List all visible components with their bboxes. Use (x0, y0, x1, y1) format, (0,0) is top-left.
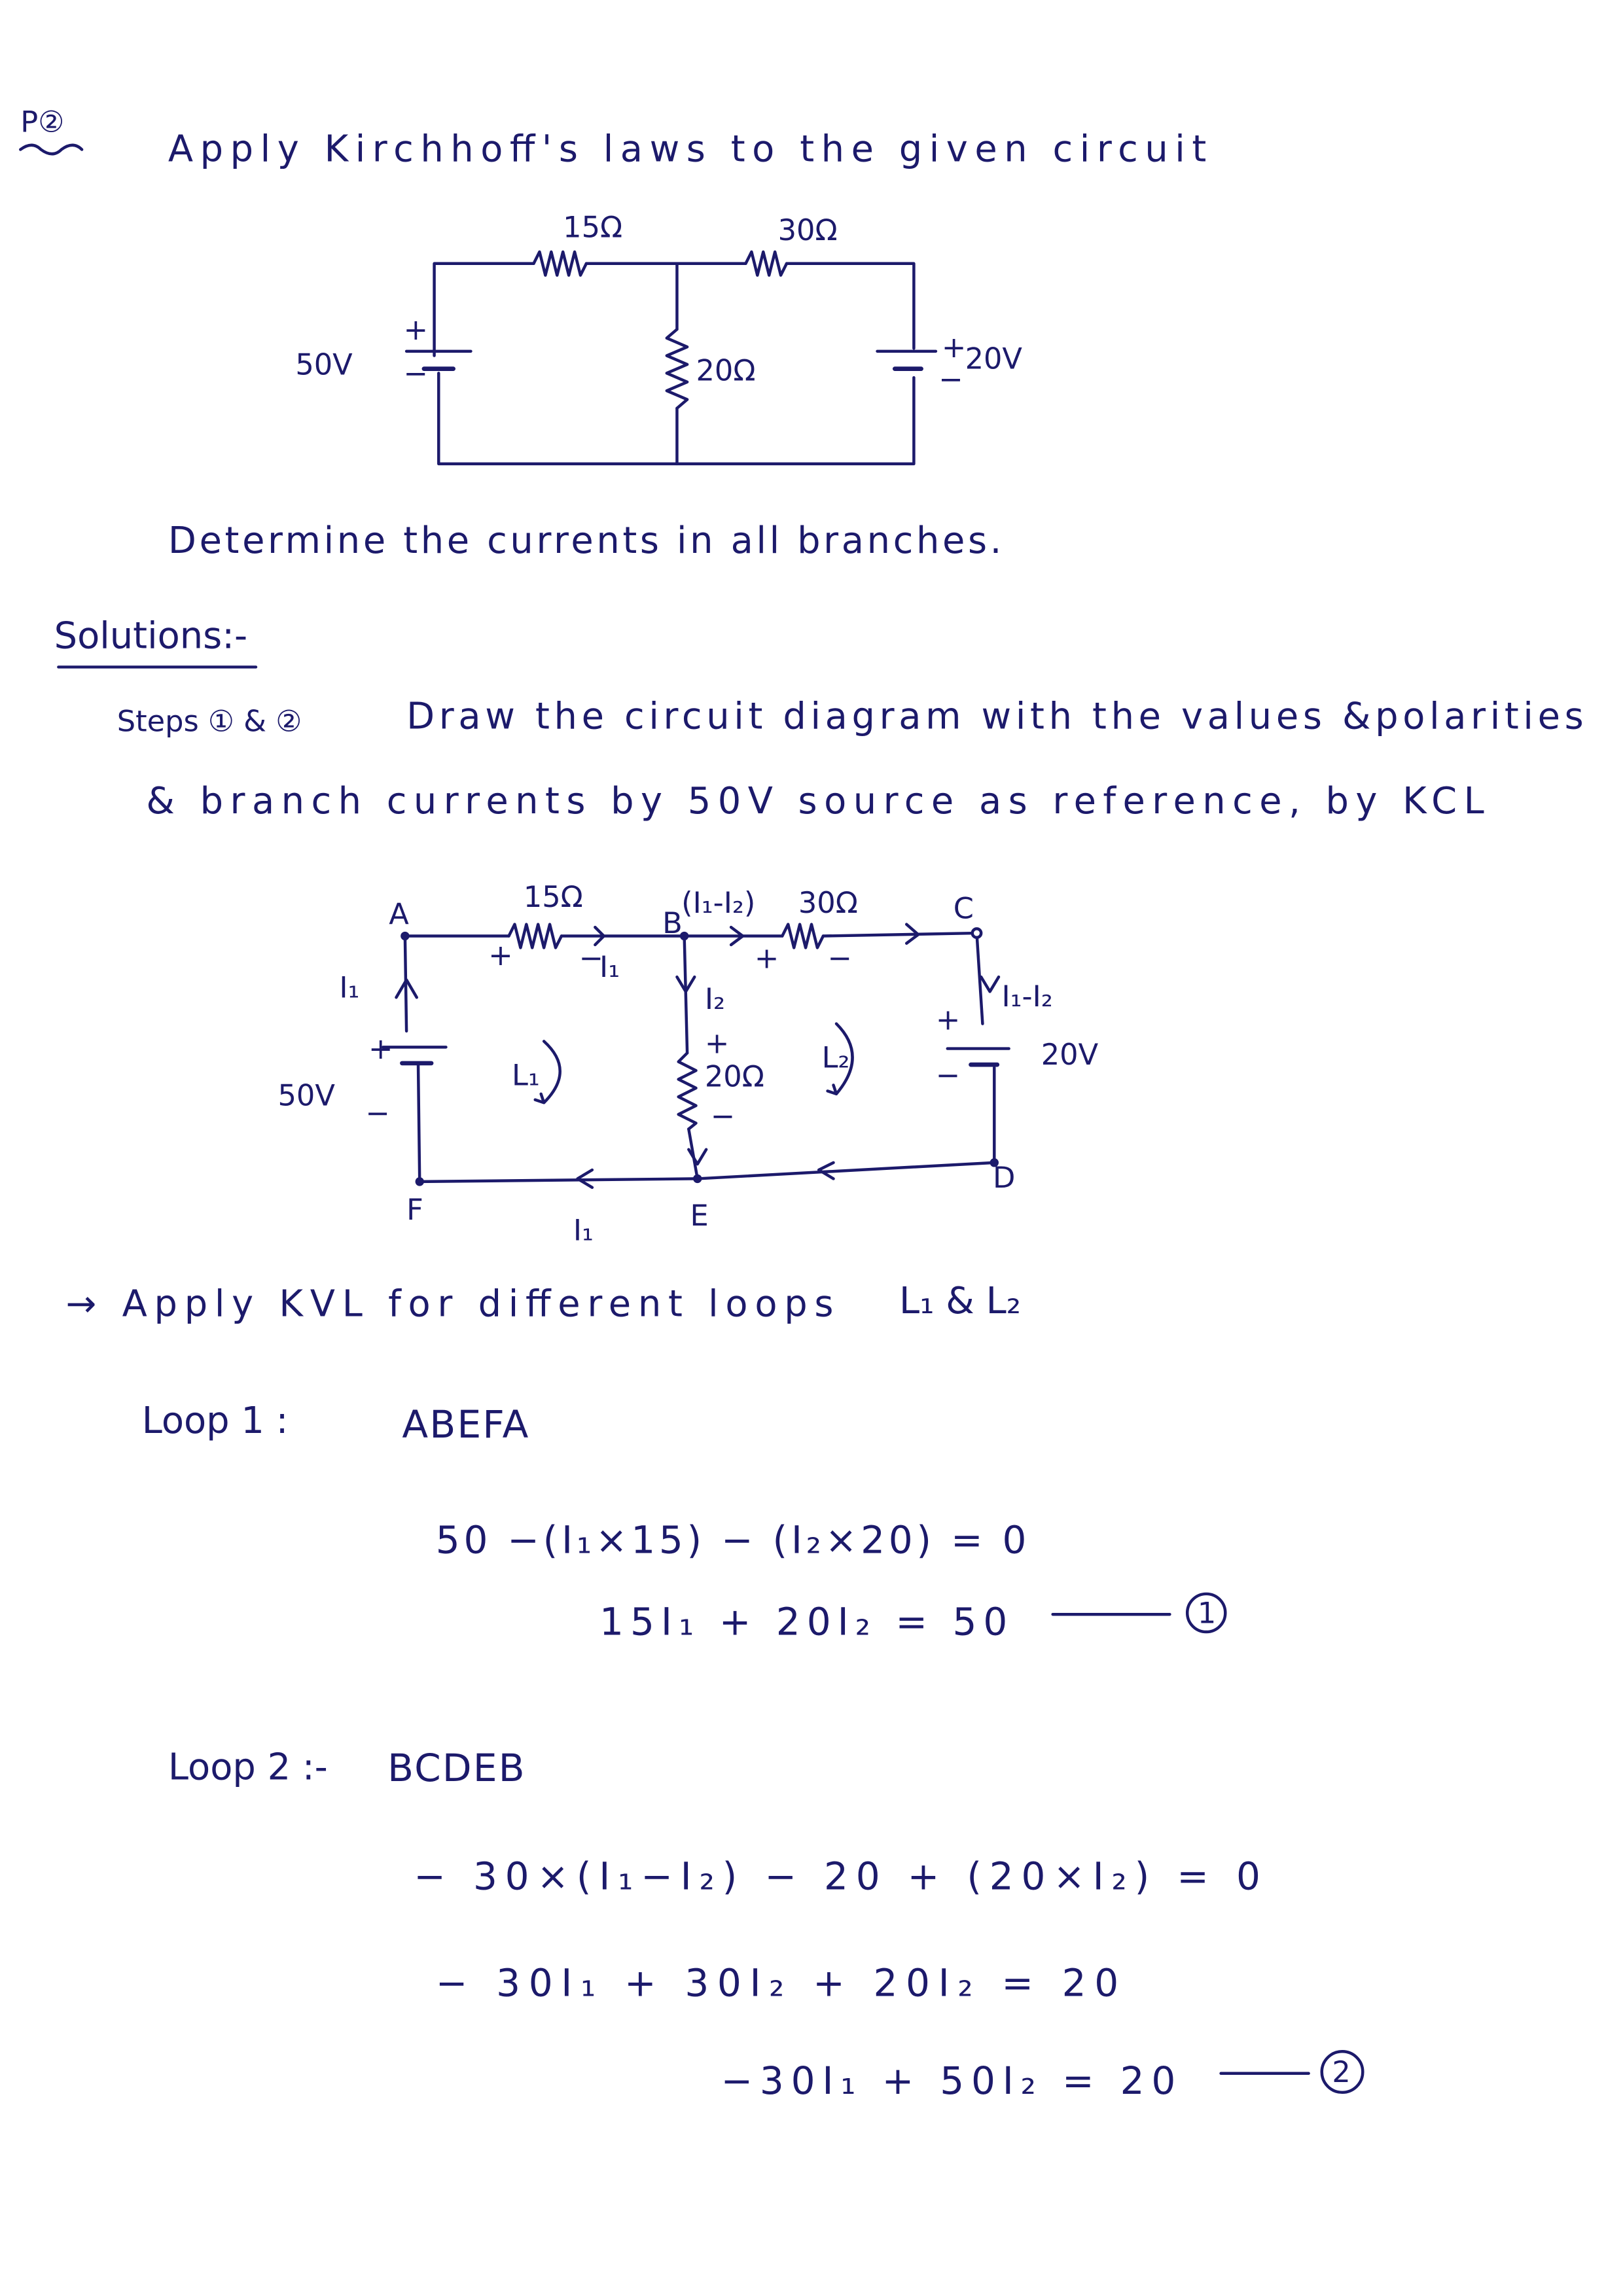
circuit-diagram-annotated: A B C D E F 15Ω 30Ω 20Ω (I₁-I₂) I₁ I₁ I₂… (278, 880, 1099, 1247)
loop-2-equation-1: − 30×(I₁−I₂) − 20 + (20×I₂) = 0 (414, 1854, 1262, 1898)
minus-sign: − (828, 942, 852, 976)
loop-1-equation-1: 50 −(I₁×15) − (I₂×20) = 0 (436, 1517, 1028, 1562)
question-text: Determine the currents in all branches. (168, 520, 1002, 562)
loop-1-label: Loop 1 : (142, 1400, 289, 1442)
r1-label: 15Ω (524, 880, 583, 914)
node-e: E (690, 1199, 709, 1233)
arrow-down-icon (675, 975, 696, 993)
kvl-loops: L₁ & L₂ (899, 1280, 1021, 1322)
loop-1-path: ABEFA (402, 1402, 529, 1447)
r2-label: 30Ω (778, 213, 838, 247)
minus-sign: − (579, 942, 603, 976)
node-c: C (954, 892, 974, 926)
underline-squiggle (19, 143, 84, 156)
plus-sign: + (368, 1032, 393, 1066)
current-i1-ab: I₁ (599, 950, 620, 984)
source-left-label: 50V (295, 348, 353, 382)
arrow-right-icon (729, 925, 745, 947)
r2-label: 30Ω (798, 886, 858, 920)
source-right-label: 20V (1041, 1038, 1099, 1072)
equation-number-badge (1320, 2050, 1364, 2094)
arrow-right-icon (904, 923, 920, 945)
node-f: F (406, 1193, 423, 1227)
resistor-20 (665, 328, 689, 410)
arrow-up-icon (395, 978, 418, 999)
node-b: B (662, 906, 683, 940)
current-i2: I₂ (705, 982, 725, 1016)
node-d: D (993, 1161, 1015, 1195)
minus-sign: − (938, 362, 963, 397)
loop-2-label: L₂ (822, 1041, 850, 1075)
branch-current-bc: (I₁-I₂) (681, 886, 755, 920)
loop-1-label: L₁ (512, 1058, 540, 1092)
resistor-30 (744, 250, 789, 277)
equation-number-1: 1 (1198, 1597, 1216, 1631)
resistor-15 (507, 923, 563, 949)
arrow-down-icon (687, 1148, 708, 1166)
current-i1-left: I₁ (339, 970, 359, 1004)
plus-sign: + (936, 1003, 960, 1037)
arrow-left-icon (576, 1168, 594, 1190)
steps-line-2: & branch currents by 50V source as refer… (146, 780, 1484, 822)
resistor-30 (781, 923, 825, 949)
plus-sign: + (705, 1026, 729, 1060)
resistor-20 (677, 1051, 698, 1131)
loop-2-equation-3: −30I₁ + 50I₂ = 20 (721, 2058, 1177, 2103)
arrow-right-icon (594, 925, 605, 947)
resistor-15 (532, 250, 588, 277)
source-right-label: 20V (965, 342, 1023, 376)
steps-prefix: Steps ① & ② (117, 705, 302, 739)
plus-sign: + (488, 938, 512, 972)
arrow-down-icon (979, 975, 1001, 993)
loop-2-path: BCDEB (387, 1746, 526, 1790)
plus-sign: + (404, 313, 428, 347)
loop-2-label: Loop 2 :- (168, 1746, 328, 1789)
current-i1-bottom: I₁ (573, 1213, 594, 1247)
source-left-label: 50V (278, 1079, 336, 1113)
arrow-left-icon (817, 1161, 835, 1180)
kvl-intro: → Apply KVL for different loops (66, 1282, 834, 1325)
node-a: A (389, 898, 409, 932)
equation-number-badge (1185, 1592, 1227, 1634)
minus-sign: − (936, 1058, 960, 1092)
problem-title: Apply Kirchhoff's laws to the given circ… (168, 128, 1206, 170)
minus-sign: − (711, 1099, 735, 1133)
equation-number-2: 2 (1332, 2055, 1350, 2089)
loop-2-equation-2: − 30I₁ + 30I₂ + 20I₂ = 20 (436, 1960, 1120, 2005)
loop-2-arrow-icon (826, 1022, 854, 1096)
minus-sign: − (366, 1097, 390, 1131)
loop-1-arrow-icon (533, 1040, 562, 1104)
plus-sign: + (755, 942, 779, 976)
loop-1-equation-2: 15I₁ + 20I₂ = 50 (599, 1600, 1009, 1644)
r3-label: 20Ω (696, 354, 755, 388)
solution-heading: Solutions:- (54, 614, 248, 657)
circuit-diagram-given: 15Ω 30Ω 20Ω 50V 20V + − + − (295, 211, 1023, 466)
steps-line-1: Draw the circuit diagram with the values… (406, 695, 1584, 737)
r3-label: 20Ω (705, 1060, 764, 1094)
current-cd: I₁-I₂ (1001, 980, 1052, 1014)
r1-label: 15Ω (563, 211, 622, 245)
problem-number: P② (20, 105, 64, 139)
minus-sign: − (404, 357, 428, 391)
plus-sign: + (942, 330, 966, 364)
